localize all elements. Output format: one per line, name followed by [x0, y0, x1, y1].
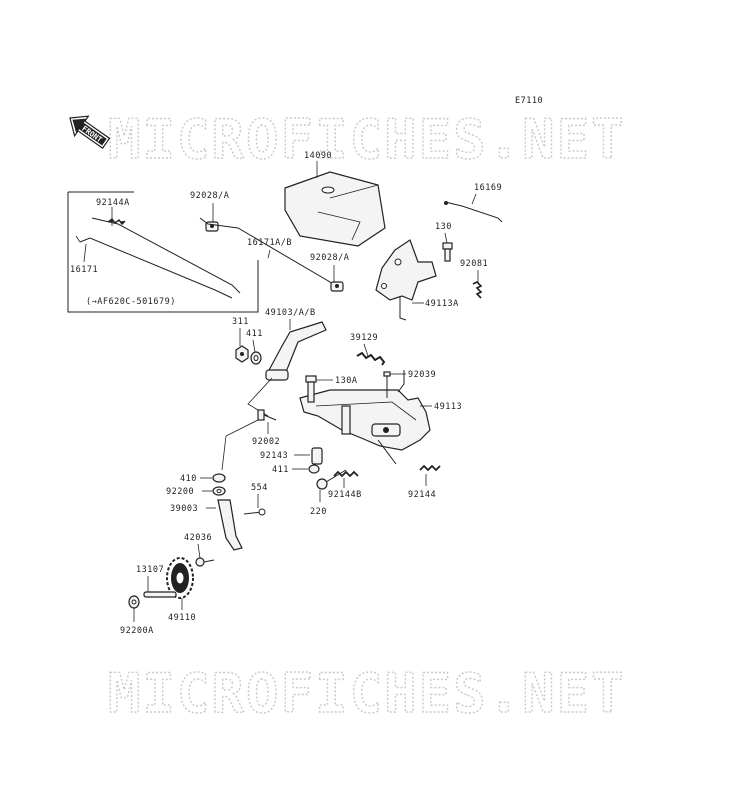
label-92144B: 92144B	[328, 490, 362, 500]
rod-16171-part	[75, 235, 233, 299]
label-130A: 130A	[335, 376, 357, 386]
label-16169: 16169	[474, 183, 502, 193]
label-411-top: 411	[246, 329, 263, 339]
inset-box	[67, 191, 259, 313]
label-311: 311	[232, 317, 249, 327]
label-92144: 92144	[408, 490, 436, 500]
label-49113A: 49113A	[425, 299, 459, 309]
bolt-42036-part	[195, 557, 215, 567]
label-130: 130	[435, 222, 452, 232]
label-92028A-mid: 92028/A	[310, 253, 349, 263]
box-note: (→AF620C-501679)	[86, 297, 176, 307]
bolt-130-part	[442, 242, 453, 262]
pin-554-part	[243, 508, 266, 516]
label-92143: 92143	[260, 451, 288, 461]
label-410: 410	[180, 474, 197, 484]
control-plate-49113-part	[299, 370, 431, 465]
spring-39129-part	[356, 351, 386, 366]
bracket-49113A-part	[375, 239, 437, 321]
label-49113: 49113	[434, 402, 462, 412]
label-14090: 14090	[304, 151, 332, 161]
label-49110: 49110	[168, 613, 196, 623]
collar-92143-part	[311, 447, 323, 465]
nut-311-part	[235, 345, 249, 363]
label-39129: 39129	[350, 333, 378, 343]
bolt-130A-part	[305, 375, 317, 403]
watermark-top: MICROFICHES.NET	[108, 108, 626, 171]
governor-gear-49110-part	[166, 557, 194, 599]
label-49103AB: 49103/A/B	[265, 308, 316, 318]
washer-411-top-part	[250, 351, 262, 365]
label-92039: 92039	[408, 370, 436, 380]
rod-16169-part	[444, 201, 503, 223]
clip-92028A-mid-part	[330, 281, 344, 292]
screw-220-part	[316, 469, 347, 490]
spring-92144-part	[419, 464, 441, 472]
bolt-92002-part	[257, 409, 277, 421]
lever-49103AB-part	[265, 321, 327, 381]
label-554: 554	[251, 483, 268, 493]
label-92028A-top: 92028/A	[190, 191, 229, 201]
diagram-code: E7110	[515, 96, 543, 106]
spring-92144B-part	[333, 470, 359, 478]
washer-92200A-part	[128, 595, 140, 609]
label-92002: 92002	[252, 437, 280, 447]
washer-411-bottom-part	[308, 464, 320, 474]
label-411-bottom: 411	[272, 465, 289, 475]
washer-92200-part	[212, 486, 226, 496]
watermark-bottom: MICROFICHES.NET	[108, 662, 626, 725]
label-92081: 92081	[460, 259, 488, 269]
label-39003: 39003	[170, 504, 198, 514]
front-arrow-icon: FRONT	[69, 115, 111, 149]
shaft-13107-part	[143, 591, 177, 598]
link-39003-part	[217, 499, 243, 551]
label-92200A: 92200A	[120, 626, 154, 636]
label-92200: 92200	[166, 487, 194, 497]
label-16171AB: 16171A/B	[247, 238, 292, 248]
label-220: 220	[310, 507, 327, 517]
label-16171: 16171	[70, 265, 98, 275]
air-cover-part	[284, 171, 386, 247]
spring-92081-part	[472, 281, 483, 299]
label-42036: 42036	[184, 533, 212, 543]
spring-rod-part	[91, 217, 241, 294]
washer-410-part	[212, 473, 226, 483]
label-13107: 13107	[136, 565, 164, 575]
label-92144A: 92144A	[96, 198, 130, 208]
